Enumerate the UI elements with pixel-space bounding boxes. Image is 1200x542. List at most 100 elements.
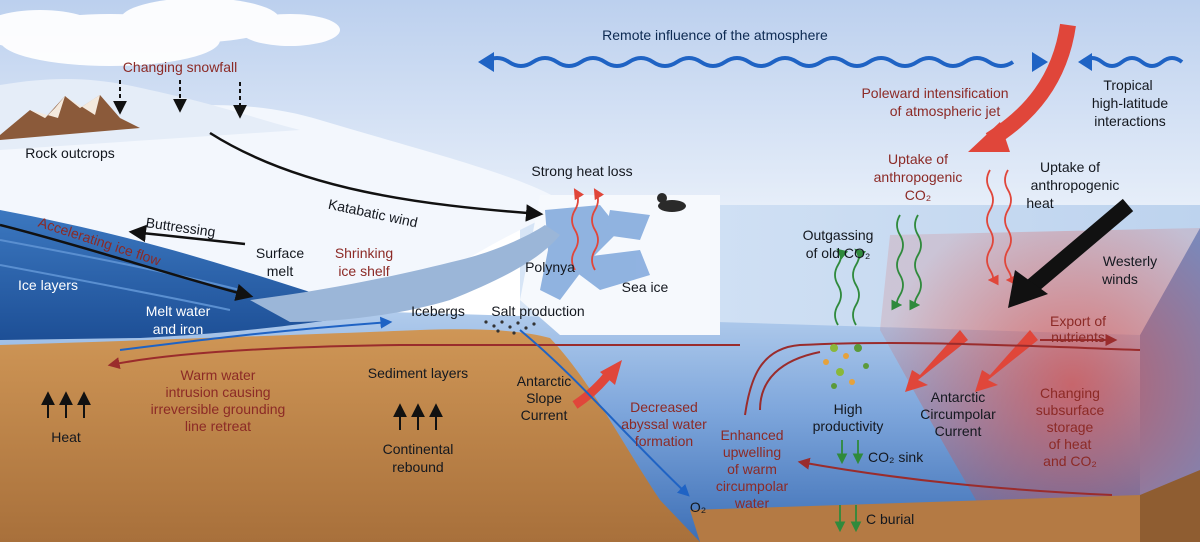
label-storage-5: and CO₂	[1043, 453, 1097, 469]
label-sediment-layers: Sediment layers	[368, 365, 468, 381]
label-slope-3: Current	[521, 407, 568, 423]
abyssal-water-arrow	[519, 329, 690, 497]
label-storage-1: Changing	[1040, 385, 1100, 401]
label-sea-ice: Sea ice	[622, 279, 669, 295]
label-salt-production: Salt production	[491, 303, 584, 319]
label-slope-1: Antarctic	[517, 373, 571, 389]
label-acc-3: Current	[935, 423, 982, 439]
label-uptake-heat-2: anthropogenic	[1031, 177, 1120, 193]
label-warm-water-1: Warm water	[181, 367, 256, 383]
label-enhanced-4: circumpolar	[716, 478, 789, 494]
poleward-jet-arrowhead	[968, 122, 1010, 152]
warm-intrusion-arrow	[107, 343, 741, 370]
label-surface-melt-2: melt	[267, 263, 294, 279]
wave-arrowhead-right	[1032, 52, 1048, 72]
salt-particles	[484, 320, 536, 335]
label-enhanced-1: Enhanced	[720, 427, 783, 443]
sediment-shelf	[0, 329, 700, 542]
ice-layer-line	[0, 239, 241, 291]
label-tropical-2: high-latitude	[1092, 95, 1168, 111]
melt-water-arrow	[119, 316, 393, 351]
label-export-2: nutrients	[1051, 329, 1105, 345]
upwelling-arc	[759, 351, 821, 411]
label-acc-1: Antarctic	[931, 389, 985, 405]
label-o2: O₂	[690, 499, 706, 515]
label-melt-water-2: and iron	[153, 321, 204, 337]
label-surface-melt-1: Surface	[256, 245, 304, 261]
label-polynya: Polynya	[525, 259, 575, 275]
rebound-up-arrows	[393, 403, 443, 430]
label-c-burial: C burial	[866, 511, 914, 527]
label-poleward-2: of atmospheric jet	[890, 103, 1001, 119]
label-warm-water-3: irreversible grounding	[151, 401, 286, 417]
uptake-heat-arrows	[986, 169, 1017, 286]
label-outgassing-1: Outgassing	[803, 227, 874, 243]
label-warm-water-2: intrusion causing	[165, 384, 270, 400]
label-rock-outcrops: Rock outcrops	[25, 145, 114, 161]
label-outgassing-2: of old CO₂	[806, 245, 871, 261]
westerly-winds-arrow	[1024, 198, 1134, 295]
seal-icon	[657, 193, 686, 212]
ice-shelf-shape	[250, 225, 560, 322]
label-icebergs: Icebergs	[411, 303, 465, 319]
heat-loss-arrows	[571, 188, 605, 271]
snowfall-arrows	[113, 80, 247, 119]
label-uptake-heat-1: Uptake of	[1040, 159, 1100, 175]
label-enhanced-3: of warm	[727, 461, 777, 477]
ice-layer-line	[0, 264, 231, 311]
slope-current-arrowhead	[600, 360, 622, 385]
label-export-1: Export of	[1050, 313, 1106, 329]
tropical-wave	[1080, 56, 1184, 68]
rock-outcrops-shape	[0, 95, 140, 140]
upwelling-loop-top	[744, 341, 1141, 416]
label-poleward-1: Poleward intensification	[861, 85, 1008, 101]
outgassing-arrows	[834, 248, 867, 326]
label-slope-2: Slope	[526, 390, 562, 406]
buttressing-arrow	[128, 224, 246, 246]
label-melt-water-1: Melt water	[146, 303, 211, 319]
label-acc-2: Circumpolar	[920, 406, 996, 422]
remote-influence-wave	[483, 56, 1015, 68]
label-high-prod-1: High	[834, 401, 863, 417]
label-ice-layers: Ice layers	[18, 277, 78, 293]
cloud-shape	[0, 0, 340, 66]
label-strong-heat-loss: Strong heat loss	[531, 163, 632, 179]
label-uptake-co2-3: CO₂	[905, 187, 931, 203]
label-heat: Heat	[51, 429, 81, 445]
label-storage-2: subsurface	[1036, 402, 1105, 418]
label-high-prod-2: productivity	[813, 418, 884, 434]
label-continental-1: Continental	[383, 441, 454, 457]
label-tropical-3: interactions	[1094, 113, 1166, 129]
label-co2-sink: CO₂ sink	[868, 449, 924, 465]
label-enhanced-5: water	[734, 495, 770, 511]
co2-sink-arrows	[834, 440, 864, 533]
label-storage-4: of heat	[1049, 436, 1092, 452]
label-storage-3: storage	[1047, 419, 1094, 435]
label-decreased-2: abyssal water	[621, 416, 707, 432]
warm-water-plume	[880, 228, 1200, 542]
katabatic-wind-arrow	[209, 131, 544, 222]
label-shrinking-1: Shrinking	[335, 245, 393, 261]
westerly-winds-arrowhead	[1008, 270, 1048, 308]
tropical-wave-arrowhead	[1078, 53, 1092, 71]
label-remote-influence: Remote influence of the atmosphere	[602, 27, 828, 43]
sea-floor	[690, 495, 1140, 542]
label-uptake-heat-3: heat	[1026, 195, 1053, 211]
label-uptake-co2-1: Uptake of	[888, 151, 948, 167]
label-shrinking-2: ice shelf	[338, 263, 389, 279]
poleward-jet-arrow	[985, 23, 1076, 147]
label-uptake-co2-2: anthropogenic	[874, 169, 963, 185]
slope-current-arrow	[572, 372, 612, 409]
deep-return-arrow	[797, 457, 1113, 496]
sea-floor-side	[1140, 470, 1200, 542]
label-westerly-2: winds	[1101, 271, 1138, 287]
label-decreased-1: Decreased	[630, 399, 698, 415]
label-enhanced-2: upwelling	[723, 444, 781, 460]
label-tropical-1: Tropical	[1103, 77, 1152, 93]
label-continental-2: rebound	[392, 459, 443, 475]
wave-arrowhead-left	[478, 52, 494, 72]
co2-uptake-arrows	[891, 214, 922, 311]
label-westerly-1: Westerly	[1103, 253, 1157, 269]
